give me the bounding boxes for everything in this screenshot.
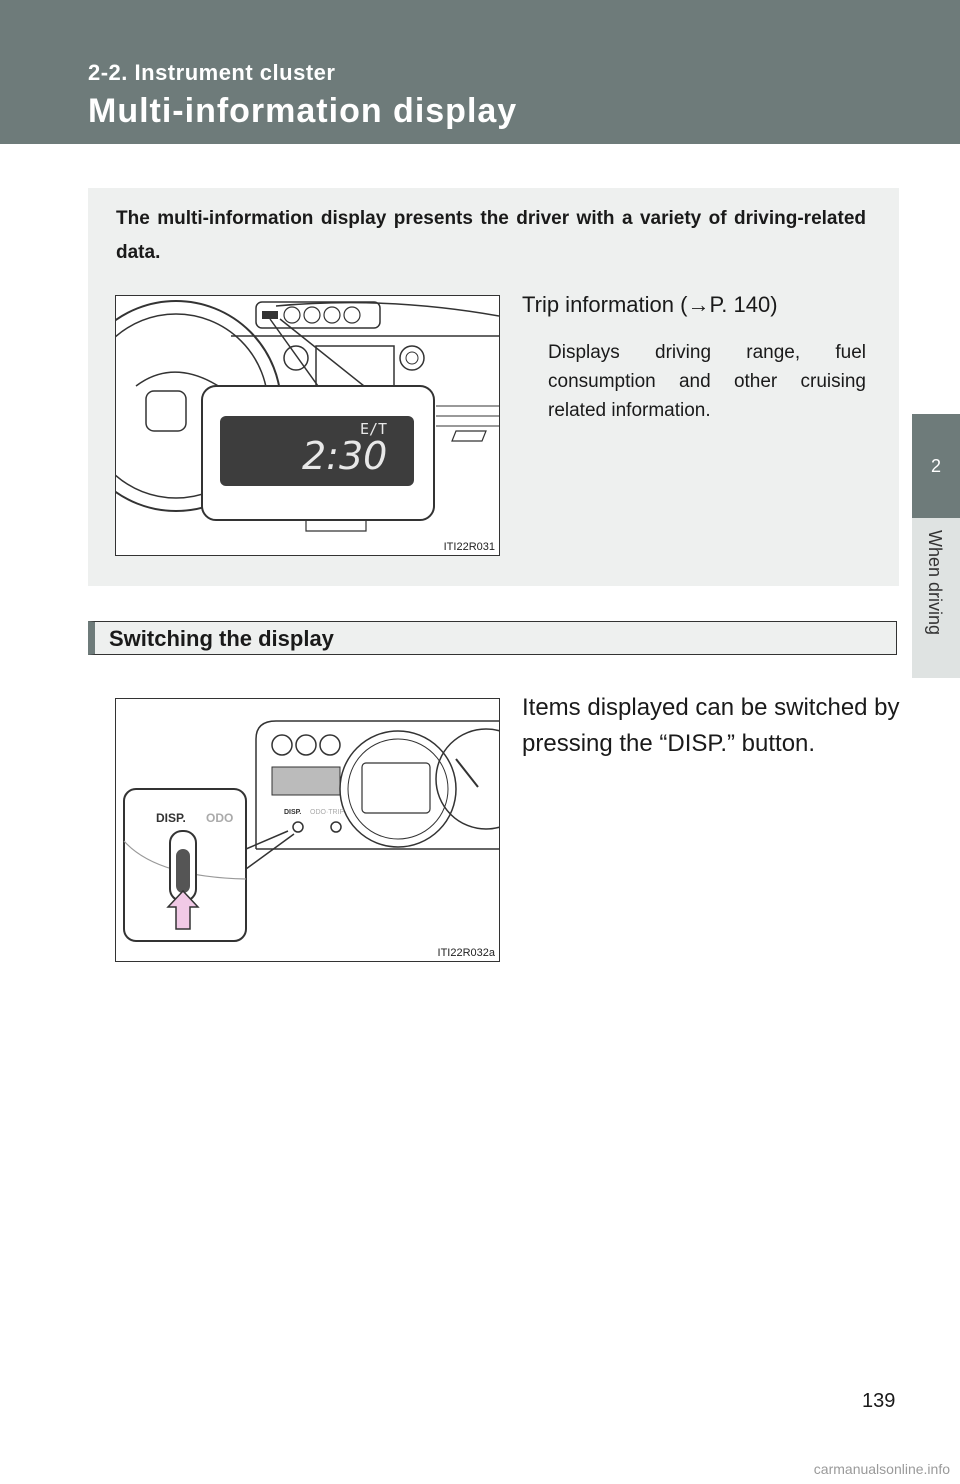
- figure-code: ITI22R031: [443, 541, 495, 553]
- intro-box: The multi-information display presents t…: [70, 188, 899, 586]
- chapter-tab-label[interactable]: When driving: [912, 518, 960, 678]
- intro-text: The multi-information display presents t…: [116, 208, 866, 263]
- section-label: 2-2. Instrument cluster: [88, 60, 336, 85]
- figure-code: ITI22R032a: [437, 947, 495, 959]
- trip-info-heading: Trip information (→P. 140): [522, 292, 778, 317]
- disp-button-label: DISP.: [156, 811, 186, 825]
- watermark: carmanualsonline.info: [813, 1461, 950, 1477]
- odo-button-label: ODO: [206, 811, 234, 825]
- dashboard-illustration: [70, 300, 500, 532]
- small-odo-label: ODO·TRIP: [310, 809, 345, 816]
- display-time: 2:30: [302, 434, 388, 478]
- disp-button-figure: DISP. ODO DISP. ODO·TRIP ITI22R032a: [115, 698, 537, 962]
- dashboard-figure: E/T 2:30 ITI22R031: [70, 295, 500, 556]
- chapter-number: 2: [930, 455, 941, 476]
- page-title: Multi-information display: [88, 92, 518, 130]
- trip-info-description: Displays driving range, fuel consumption…: [548, 342, 866, 421]
- page-header: 2-2. Instrument cluster Multi-informatio…: [0, 0, 960, 144]
- switching-description: Items displayed can be switched by press…: [522, 694, 900, 757]
- section-heading-text: Switching the display: [109, 626, 334, 651]
- small-disp-label: DISP.: [284, 809, 302, 816]
- chapter-tab-number[interactable]: 2: [912, 414, 960, 518]
- page-number: 139: [862, 1390, 896, 1412]
- instrument-cluster-illustration: [123, 720, 537, 942]
- display-indicator: E/T: [360, 420, 388, 438]
- chapter-label: When driving: [925, 530, 945, 636]
- section-heading: Switching the display: [88, 621, 897, 655]
